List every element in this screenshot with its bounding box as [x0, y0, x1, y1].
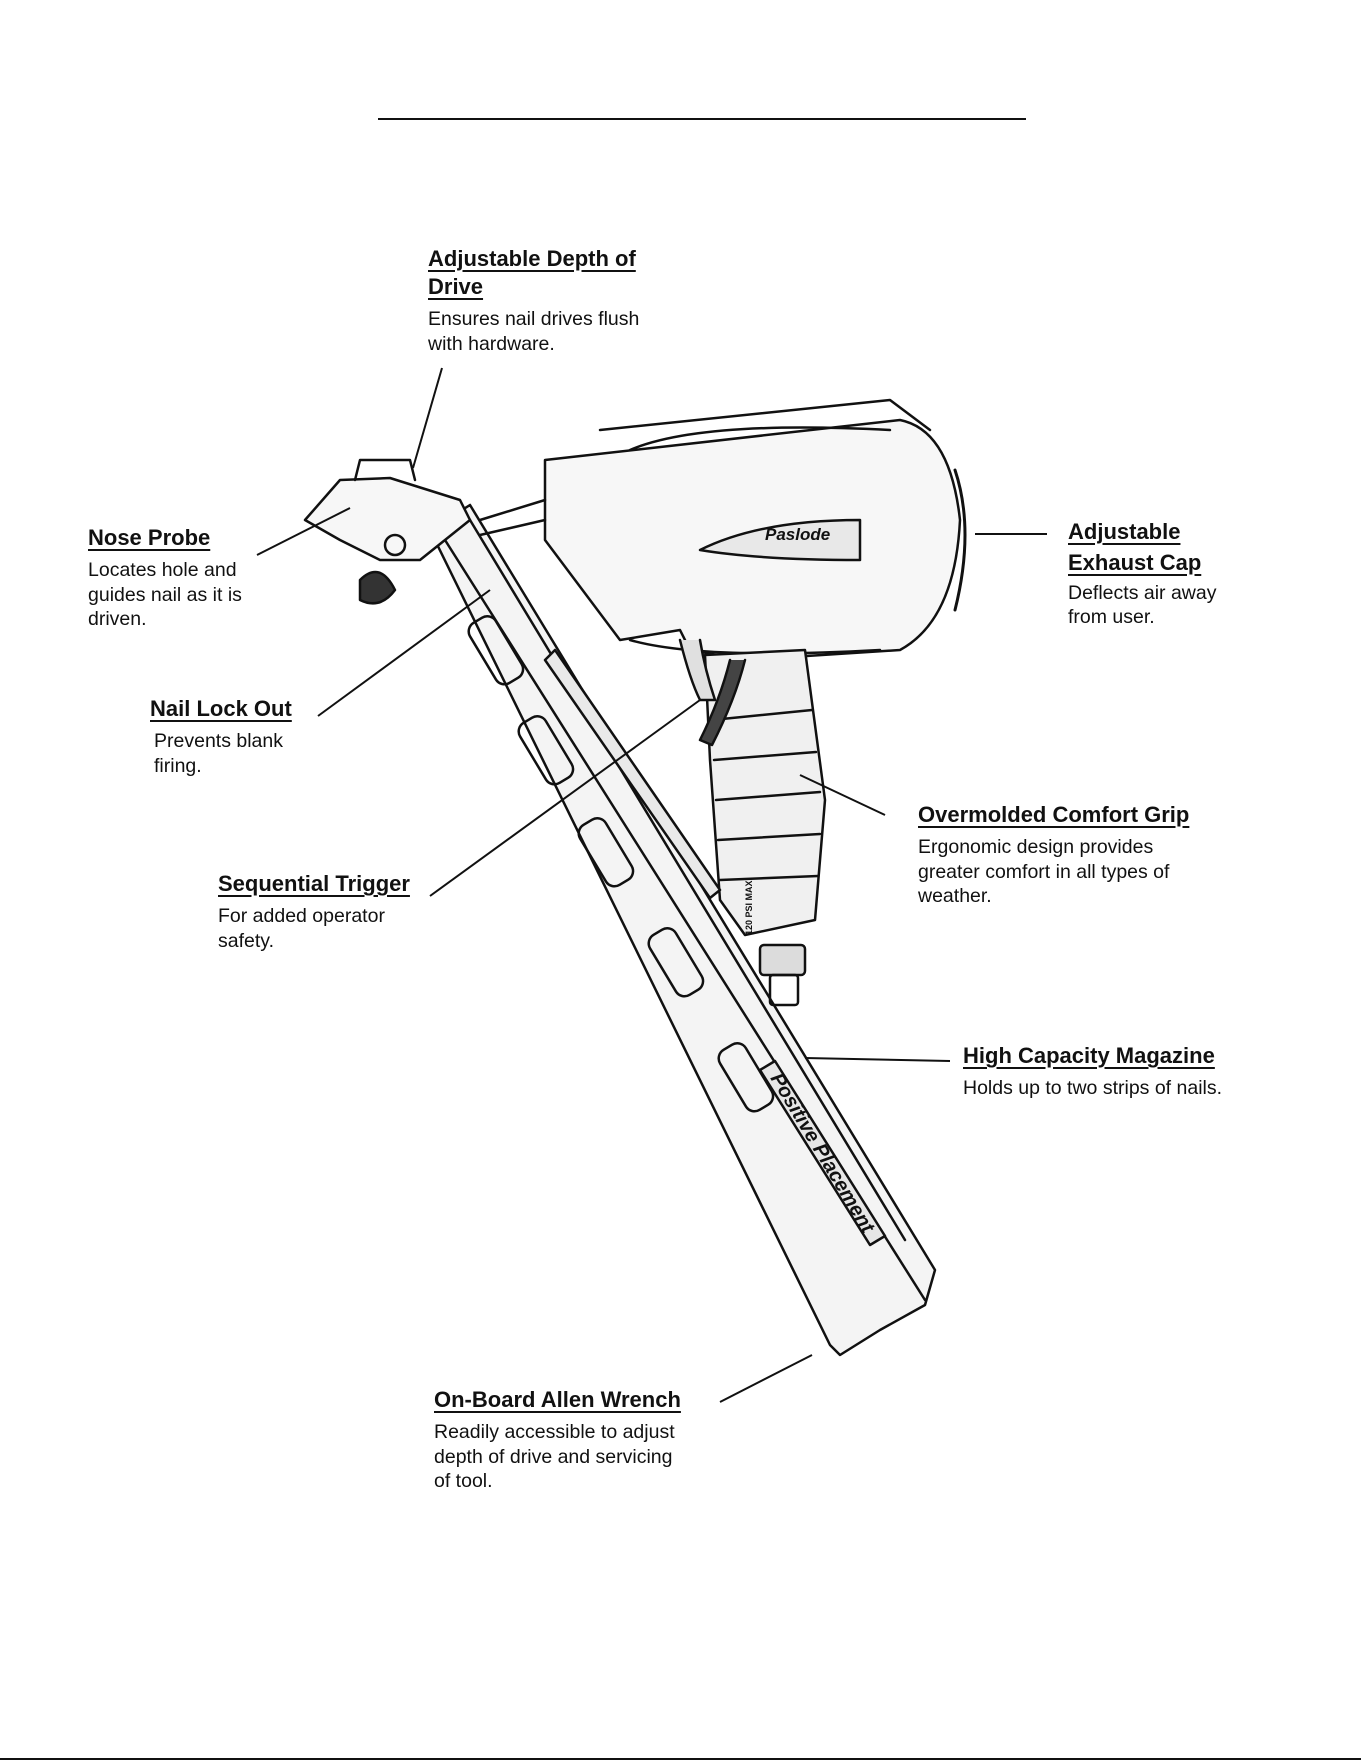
tool-body [478, 398, 967, 662]
leader-nose [256, 507, 351, 556]
leader-lines [256, 367, 1047, 1403]
callout-desc: For added operator safety. [218, 904, 385, 952]
callout-magazine: High Capacity Magazine Holds up to two s… [963, 1042, 1222, 1101]
callout-desc: Holds up to two strips of nails. [963, 1076, 1223, 1099]
top-rule [378, 118, 1026, 120]
nose-probe [303, 458, 472, 605]
magazine-body [428, 503, 937, 1357]
callout-title: On-Board Allen Wrench [434, 1387, 681, 1412]
leader-magazine [804, 1057, 951, 1062]
callout-title: Adjustable Depth of Drive [428, 246, 636, 299]
callout-trigger: Sequential Trigger For added operator sa… [218, 870, 410, 953]
leader-trigger [429, 699, 701, 897]
callout-grip: Overmolded Comfort Grip Ergonomic design… [918, 801, 1189, 909]
callout-desc: Locates hole and guides nail as it is dr… [88, 558, 242, 631]
callout-title: Overmolded Comfort Grip [918, 802, 1190, 827]
leader-lockout [317, 589, 491, 717]
callout-title: High Capacity Magazine [963, 1043, 1215, 1068]
callout-exhaust: Adjustable Exhaust Cap Deflects air away… [1068, 517, 1216, 630]
callout-desc: Ensures nail drives flush with hardware. [428, 307, 640, 355]
leader-wrench [719, 1354, 813, 1403]
trigger [678, 638, 747, 747]
callout-title: Adjustable Exhaust Cap [1068, 519, 1202, 575]
callout-desc: Ergonomic design provides greater comfor… [918, 835, 1170, 908]
callout-title: Sequential Trigger [218, 871, 410, 896]
callout-desc: Deflects air away from user. [1068, 581, 1217, 629]
handle-label: 120 PSI MAX [744, 880, 754, 935]
callout-nose: Nose Probe Locates hole and guides nail … [88, 524, 242, 632]
leader-depth [412, 367, 443, 469]
callout-desc: Readily accessible to adjust depth of dr… [434, 1420, 675, 1493]
callout-depth: Adjustable Depth of Drive Ensures nail d… [428, 245, 639, 356]
bottom-rule [0, 1758, 1361, 1760]
comfort-grip [703, 648, 827, 1007]
callout-lockout: Nail Lock Out Prevents blank firing. [150, 695, 292, 778]
callout-title: Nose Probe [88, 525, 211, 550]
brand-logo-text: Paslode [765, 525, 830, 544]
callout-title: Nail Lock Out [150, 696, 292, 721]
callout-wrench: On-Board Allen Wrench Readily accessible… [434, 1386, 681, 1494]
callout-desc: Prevents blank firing. [154, 729, 283, 777]
leader-grip [799, 774, 886, 816]
